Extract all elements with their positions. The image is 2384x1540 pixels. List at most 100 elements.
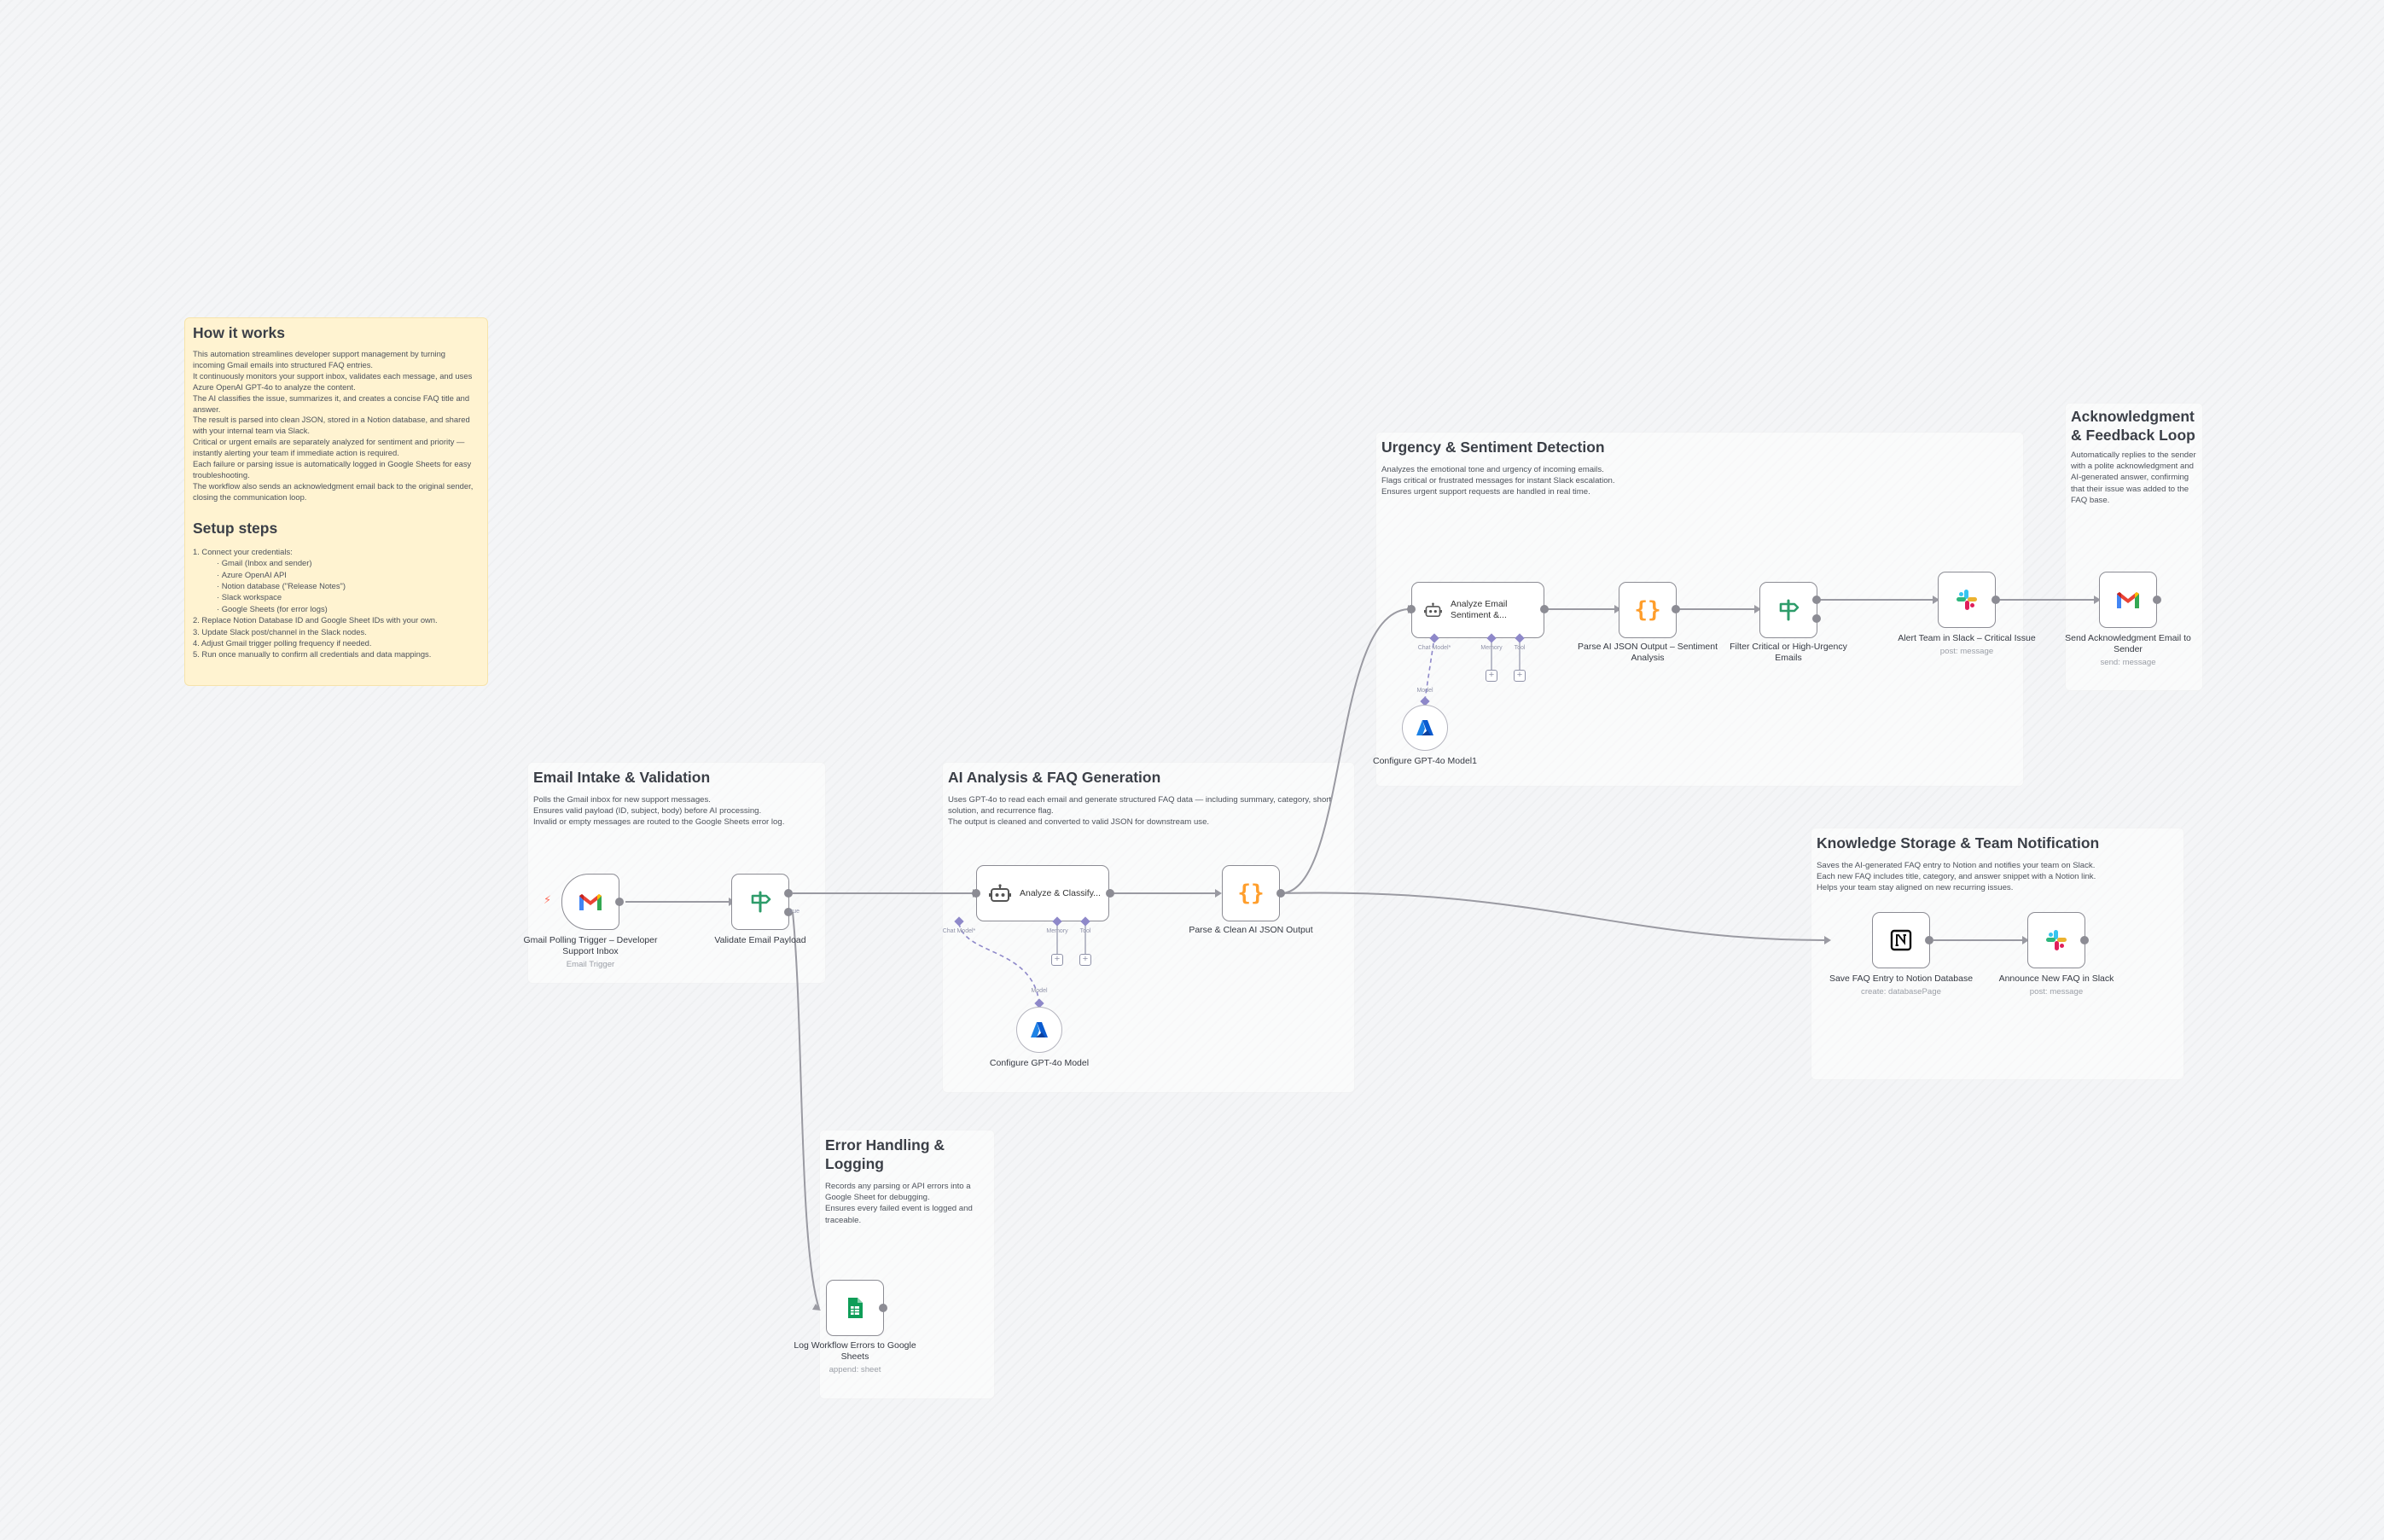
node-label: Configure GPT-4o Model xyxy=(989,1058,1090,1068)
node-parse-clean-json[interactable]: {} xyxy=(1222,865,1280,921)
setup-substep: · Gmail (Inbox and sender) xyxy=(217,558,312,568)
node-label: Parse & Clean AI JSON Output xyxy=(1189,925,1313,935)
google-sheets-icon xyxy=(848,1298,863,1318)
output-handle[interactable] xyxy=(2080,936,2089,944)
setup-step: 2. Replace Notion Database ID and Google… xyxy=(193,615,438,625)
sticky-title: Urgency & Sentiment Detection xyxy=(1381,439,1605,456)
slack-icon xyxy=(2046,930,2067,950)
node-gpt4o-model1[interactable] xyxy=(1402,705,1448,751)
arrow-head xyxy=(1614,605,1621,613)
output-handle[interactable] xyxy=(615,898,624,906)
node-gmail-trigger[interactable] xyxy=(561,874,619,930)
setup-substep: · Notion database ("Release Notes") xyxy=(217,580,346,590)
output-handle[interactable] xyxy=(1672,605,1680,613)
arrow-head xyxy=(1933,596,1939,604)
ai-port-label: Memory xyxy=(1480,645,1503,651)
input-handle[interactable] xyxy=(972,889,980,898)
sticky-body: Analyzes the emotional tone and urgency … xyxy=(1381,465,1615,497)
ai-port-label: Memory xyxy=(1046,928,1068,934)
node-gpt4o-model[interactable] xyxy=(1016,1007,1062,1053)
node-announce-slack[interactable] xyxy=(2027,912,2085,968)
output-handle[interactable] xyxy=(879,1304,887,1312)
node-log-sheets[interactable] xyxy=(826,1280,884,1336)
trigger-bolt-icon: ⚡ xyxy=(544,893,552,906)
setup-step: 4. Adjust Gmail trigger polling frequenc… xyxy=(193,637,372,648)
code-braces-icon: {} xyxy=(1634,597,1661,623)
branch-label-true: true xyxy=(788,909,800,915)
node-alert-slack[interactable] xyxy=(1938,572,1996,628)
output-handle[interactable] xyxy=(1540,605,1549,613)
add-memory-button[interactable]: + xyxy=(1051,954,1063,966)
output-handle[interactable] xyxy=(1925,936,1933,944)
node-label: Parse AI JSON Output – Sentiment Analysi… xyxy=(1578,642,1718,664)
output-handle-false[interactable] xyxy=(1812,614,1821,623)
connection-line xyxy=(1282,892,1825,941)
sticky-title: Knowledge Storage & Team Notification xyxy=(1817,834,2100,851)
output-handle[interactable] xyxy=(1992,596,2000,604)
ai-model-connection xyxy=(958,922,1040,1004)
node-label: Gmail Polling Trigger – Developer Suppor… xyxy=(523,935,658,970)
sticky-title: Acknowledgment & Feedback Loop xyxy=(2071,408,2195,444)
sticky-body: Polls the Gmail inbox for new support me… xyxy=(533,795,785,828)
arrow-head xyxy=(2094,596,2101,604)
sticky-email-intake[interactable]: Email Intake & Validation Polls the Gmai… xyxy=(527,762,826,984)
robot-icon xyxy=(989,884,1011,902)
sticky-how-it-works[interactable]: How it works This automation streamlines… xyxy=(184,317,488,686)
gmail-icon xyxy=(2117,592,2139,608)
setup-steps-list: 1. Connect your credentials: · Gmail (In… xyxy=(193,546,480,660)
input-handle[interactable] xyxy=(1407,605,1416,613)
node-label: Analyze & Classify... xyxy=(1020,887,1101,898)
setup-steps-title: Setup steps xyxy=(193,519,278,537)
ai-port-label: Tool xyxy=(1514,645,1526,651)
notion-icon xyxy=(1890,929,1912,951)
ai-port-label: Chat Model* xyxy=(1417,645,1451,651)
sticky-title: Error Handling & Logging xyxy=(825,1136,945,1172)
sticky-body: This automation streamlines developer su… xyxy=(193,349,474,502)
arrow-head xyxy=(1215,889,1222,898)
ai-model-connection xyxy=(1424,642,1434,700)
arrow-head xyxy=(1754,605,1761,613)
output-handle[interactable] xyxy=(1276,889,1285,898)
sticky-knowledge-storage[interactable]: Knowledge Storage & Team Notification Sa… xyxy=(1811,828,2184,1080)
sticky-acknowledgment[interactable]: Acknowledgment & Feedback Loop Automatic… xyxy=(2065,403,2203,691)
setup-substep: · Azure OpenAI API xyxy=(217,569,287,579)
slack-icon xyxy=(1957,590,1977,610)
node-send-acknowledgment[interactable] xyxy=(2099,572,2157,628)
add-tool-button[interactable]: + xyxy=(1514,670,1526,682)
node-parse-sentiment-json[interactable]: {} xyxy=(1619,582,1677,638)
output-handle-false[interactable] xyxy=(784,908,793,916)
setup-step: 1. Connect your credentials: xyxy=(193,546,293,556)
node-sentiment-agent[interactable]: Analyze Email Sentiment &... xyxy=(1411,582,1544,638)
add-tool-button[interactable]: + xyxy=(1079,954,1091,966)
sticky-body: Uses GPT-4o to read each email and gener… xyxy=(948,795,1332,828)
filter-signpost-icon xyxy=(1779,599,1800,621)
add-memory-button[interactable]: + xyxy=(1486,670,1497,682)
node-validate-email[interactable] xyxy=(731,874,789,930)
node-save-notion[interactable] xyxy=(1872,912,1930,968)
setup-substep: · Google Sheets (for error logs) xyxy=(217,603,328,613)
output-handle[interactable] xyxy=(2153,596,2161,604)
sticky-error-handling[interactable]: Error Handling & Logging Records any par… xyxy=(819,1130,995,1399)
node-filter-critical[interactable] xyxy=(1759,582,1817,638)
output-handle-true[interactable] xyxy=(784,889,793,898)
connection-line xyxy=(1282,608,1409,894)
ai-port-label: Tool xyxy=(1079,928,1091,934)
output-handle[interactable] xyxy=(1106,889,1114,898)
ai-port-label: Chat Model* xyxy=(942,928,976,934)
node-analyze-classify-agent[interactable]: Analyze & Classify... xyxy=(976,865,1109,921)
setup-substep: · Slack workspace xyxy=(217,592,282,602)
output-handle-true[interactable] xyxy=(1812,596,1821,604)
azure-openai-icon xyxy=(1416,720,1433,735)
connection-line xyxy=(792,911,820,1310)
sticky-ai-analysis[interactable]: AI Analysis & FAQ Generation Uses GPT-4o… xyxy=(942,762,1355,1093)
node-label: Configure GPT-4o Model1 xyxy=(1373,756,1477,766)
node-label: Filter Critical or High-Urgency Emails xyxy=(1730,642,1847,664)
if-signpost-icon xyxy=(751,891,771,913)
